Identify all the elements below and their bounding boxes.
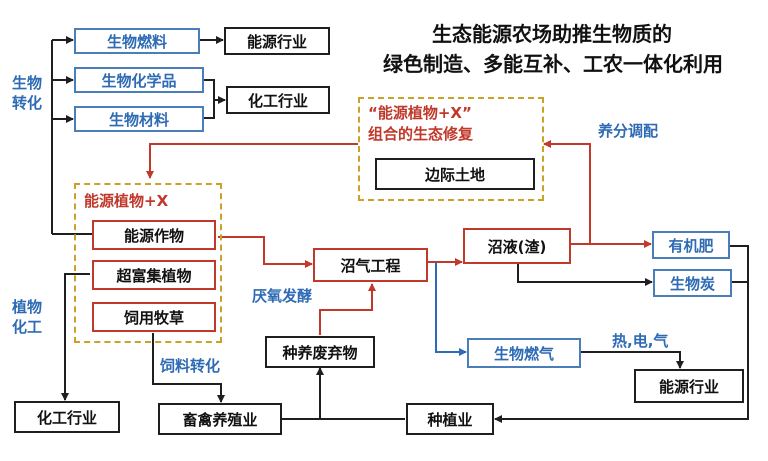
label-heat-power-gas: 热,电,气 xyxy=(612,332,669,350)
node-livestock: 畜禽养殖业 xyxy=(158,403,282,435)
label-feed-conversion: 饲料转化 xyxy=(160,357,221,375)
node-planting-waste: 种养废弃物 xyxy=(265,336,375,368)
node-hyper-plant: 超富集植物 xyxy=(92,260,216,290)
node-chem-industry-bottom: 化工行业 xyxy=(14,401,120,433)
node-biogas-eng: 沼气工程 xyxy=(313,248,428,282)
diagram-title-line2: 绿色制造、多能互补、工农一体化利用 xyxy=(383,52,723,76)
energy-plant-group xyxy=(74,183,222,343)
label-anaerobic: 厌氧发酵 xyxy=(252,287,313,305)
eco-restoration-group xyxy=(358,97,544,201)
node-bio-fuel: 生物燃料 xyxy=(74,28,200,54)
label-x-combo-line2: 组合的生态修复 xyxy=(368,125,474,143)
node-digestate: 沼液(渣) xyxy=(463,228,571,264)
node-chem-industry-top: 化工行业 xyxy=(226,86,330,114)
node-forage: 饲用牧草 xyxy=(92,302,216,332)
node-bio-chem: 生物化学品 xyxy=(74,67,204,93)
label-energy-plant-x: 能源植物+X xyxy=(84,192,169,210)
label-bio-transform: 生物 转化 xyxy=(12,74,43,112)
node-organic-fert: 有机肥 xyxy=(652,231,730,259)
node-energy-crop: 能源作物 xyxy=(92,220,216,250)
node-bio-material: 生物材料 xyxy=(74,106,204,132)
node-planting: 种植业 xyxy=(406,403,494,435)
label-nutrient-regulation: 养分调配 xyxy=(598,122,659,140)
node-marginal-land: 边际土地 xyxy=(375,158,535,190)
diagram-title-line1: 生态能源农场助推生物质的 xyxy=(432,22,672,46)
node-biogas: 生物燃气 xyxy=(467,338,581,368)
label-plant-chem: 植物 化工 xyxy=(12,298,43,336)
node-energy-industry-top: 能源行业 xyxy=(224,27,330,55)
label-x-combo-line1: “能源植物+X” xyxy=(368,104,472,122)
node-biochar: 生物炭 xyxy=(653,269,732,297)
node-energy-industry-bottom: 能源行业 xyxy=(634,369,744,403)
